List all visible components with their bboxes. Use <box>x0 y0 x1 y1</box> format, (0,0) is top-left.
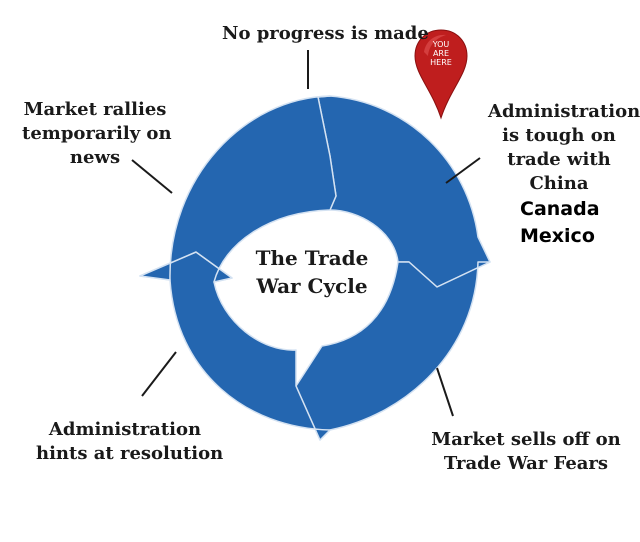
center-title: The Trade War Cycle <box>255 246 369 298</box>
pin-line: ARE <box>432 49 450 58</box>
stage-label-sells-off: Market sells off on Trade War Fears <box>431 429 621 474</box>
cycle-ring <box>139 95 491 441</box>
stage-label-rallies: Market rallies temporarily on news <box>22 99 172 168</box>
leader-line-top-left <box>131 159 173 194</box>
ring-arrow-segment-top-left <box>139 95 337 283</box>
stage-label-tough-on-trade: Administration is tough on trade with Ch… <box>488 101 640 194</box>
added-countries-label: Canada Mexico <box>520 198 600 247</box>
pin-line: YOU <box>432 40 450 49</box>
pin-label: YOU ARE HERE <box>419 40 463 67</box>
leader-line-bottom-right <box>436 367 454 417</box>
stage-label-no-progress: No progress is made <box>222 23 429 44</box>
stage-label-hints-resolution: Administration hints at resolution <box>36 419 224 464</box>
leader-line-top-right <box>445 157 481 184</box>
leader-line-bottom-left <box>141 351 177 397</box>
pin-line: HERE <box>430 58 452 67</box>
map-pin-icon <box>414 29 468 120</box>
